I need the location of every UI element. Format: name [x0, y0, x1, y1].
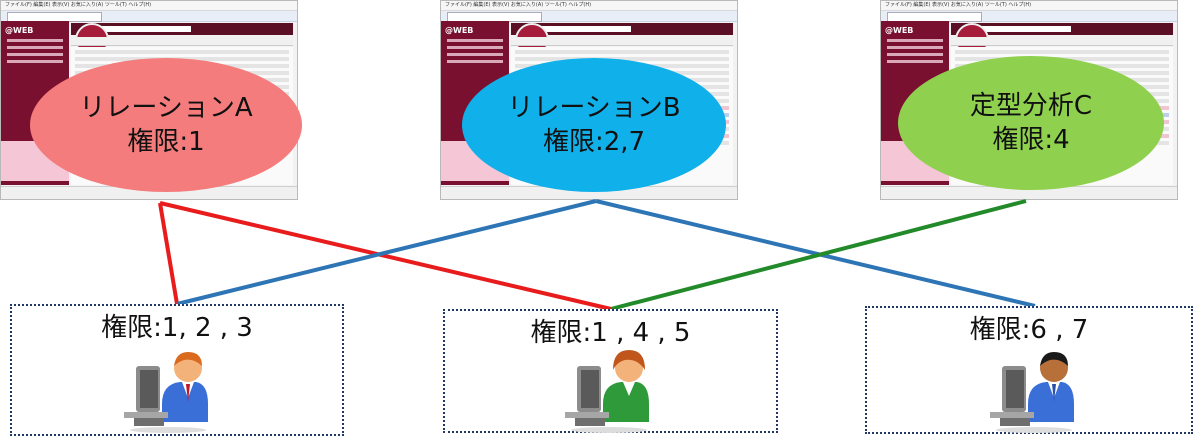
user-box-3: 権限:6 , 7 [865, 306, 1193, 434]
user-2-permission: 権限:1 , 4 , 5 [530, 318, 691, 348]
user-1-permission: 権限:1, 2 , 3 [101, 313, 253, 343]
user-at-computer-icon [124, 352, 208, 433]
relation-a-ellipse: リレーションA 権限:1 [30, 58, 302, 192]
relation-b-ellipse: リレーションB 権限:2,7 [462, 58, 726, 192]
menu-bar: ファイル(F) 編集(E) 表示(V) お気に入り(A) ツール(T) ヘルプ(… [881, 1, 1177, 11]
analysis-c-ellipse: 定型分析C 権限:4 [898, 56, 1164, 190]
menu-bar: ファイル(F) 編集(E) 表示(V) お気に入り(A) ツール(T) ヘルプ(… [1, 1, 297, 11]
app-logo: @WEB [445, 26, 474, 35]
relation-b-permission: 権限:2,7 [542, 127, 646, 157]
analysis-c-permission: 権限:4 [992, 125, 1070, 155]
menu-bar: ファイル(F) 編集(E) 表示(V) お気に入り(A) ツール(T) ヘルプ(… [441, 1, 737, 11]
user-at-computer-icon [990, 352, 1074, 433]
app-logo: @WEB [5, 26, 34, 35]
relation-a-permission: 権限:1 [127, 127, 205, 157]
relation-a-name: リレーションA [79, 93, 253, 123]
relation-b-name: リレーションB [507, 93, 681, 123]
line-b-to-user1 [176, 199, 597, 306]
line-c-to-user2 [610, 199, 1027, 311]
line-a-to-user1 [158, 202, 179, 305]
line-a-to-user2 [159, 201, 612, 311]
app-logo: @WEB [885, 26, 914, 35]
line-b-to-user3 [595, 199, 1036, 308]
user-3-permission: 権限:6 , 7 [969, 315, 1089, 345]
analysis-c-name: 定型分析C [969, 91, 1093, 121]
user-at-computer-icon [565, 350, 649, 433]
